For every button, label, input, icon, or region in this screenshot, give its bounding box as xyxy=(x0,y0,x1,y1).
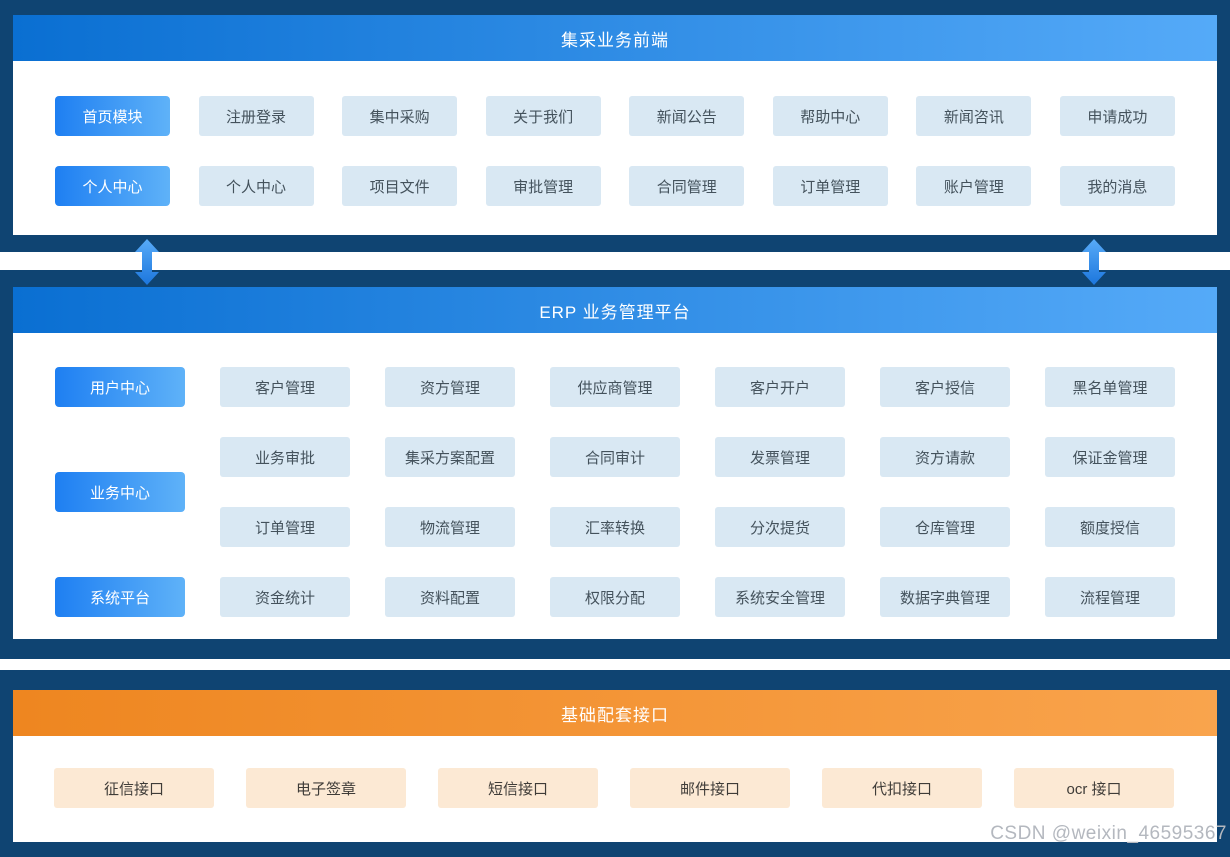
erp-module-grid: 客户管理 资方管理 供应商管理 客户开户 客户授信 黑名单管理 业务审批 集采方… xyxy=(220,367,1175,617)
section-divider xyxy=(0,252,1230,270)
erp-module-chip: 资方管理 xyxy=(385,367,515,407)
erp-module-chip: 保证金管理 xyxy=(1045,437,1175,477)
frontend-panel: 集采业务前端 首页模块 注册登录 集中采购 关于我们 新闻公告 帮助中心 新闻咨… xyxy=(13,15,1217,235)
frontend-module-chip: 帮助中心 xyxy=(772,96,888,136)
double-arrow-icon xyxy=(135,239,159,285)
section-divider xyxy=(0,659,1230,670)
erp-module-chip: 分次提货 xyxy=(715,507,845,547)
frontend-row-1: 首页模块 注册登录 集中采购 关于我们 新闻公告 帮助中心 新闻咨讯 申请成功 xyxy=(13,96,1217,136)
frontend-panel-title: 集采业务前端 xyxy=(561,30,669,50)
erp-category-button: 用户中心 xyxy=(55,367,185,407)
frontend-module-chip: 账户管理 xyxy=(916,166,1032,206)
frontend-panel-header: 集采业务前端 xyxy=(13,15,1217,61)
erp-module-chip: 资方请款 xyxy=(880,437,1010,477)
erp-module-chip: 仓库管理 xyxy=(880,507,1010,547)
frontend-module-chip: 新闻公告 xyxy=(629,96,745,136)
erp-module-chip: 汇率转换 xyxy=(550,507,680,547)
interfaces-panel-title: 基础配套接口 xyxy=(561,705,669,725)
watermark: CSDN @weixin_46595367 xyxy=(990,823,1227,844)
erp-module-chip: 数据字典管理 xyxy=(880,577,1010,617)
erp-panel: ERP 业务管理平台 用户中心 业务中心 系统平台 客户管理 资方管理 供应商管… xyxy=(13,287,1217,639)
frontend-module-chip: 新闻咨讯 xyxy=(916,96,1032,136)
erp-module-chip: 黑名单管理 xyxy=(1045,367,1175,407)
frontend-module-chip: 关于我们 xyxy=(485,96,601,136)
frontend-module-chip: 申请成功 xyxy=(1059,96,1175,136)
erp-module-chip: 供应商管理 xyxy=(550,367,680,407)
interfaces-panel-header: 基础配套接口 xyxy=(13,690,1217,736)
erp-module-chip: 物流管理 xyxy=(385,507,515,547)
erp-category-button: 业务中心 xyxy=(55,472,185,512)
interface-chip: 征信接口 xyxy=(54,768,214,808)
double-arrow-icon xyxy=(1082,239,1106,285)
erp-module-chip: 系统安全管理 xyxy=(715,577,845,617)
erp-module-chip: 额度授信 xyxy=(1045,507,1175,547)
frontend-module-chip: 个人中心 xyxy=(198,166,314,206)
frontend-module-chip: 合同管理 xyxy=(629,166,745,206)
erp-module-chip: 集采方案配置 xyxy=(385,437,515,477)
erp-module-chip: 资金统计 xyxy=(220,577,350,617)
interface-chip: 电子签章 xyxy=(246,768,406,808)
frontend-module-chip: 我的消息 xyxy=(1059,166,1175,206)
erp-module-chip: 客户管理 xyxy=(220,367,350,407)
frontend-module-chip: 订单管理 xyxy=(772,166,888,206)
erp-module-chip: 资料配置 xyxy=(385,577,515,617)
erp-module-chip: 客户授信 xyxy=(880,367,1010,407)
frontend-module-chip: 审批管理 xyxy=(485,166,601,206)
erp-category-button: 系统平台 xyxy=(55,577,185,617)
erp-module-chip: 权限分配 xyxy=(550,577,680,617)
interfaces-panel: 基础配套接口 征信接口 电子签章 短信接口 邮件接口 代扣接口 ocr 接口 xyxy=(13,690,1217,842)
erp-module-chip: 流程管理 xyxy=(1045,577,1175,617)
frontend-nav-button: 首页模块 xyxy=(55,96,170,136)
frontend-nav-button: 个人中心 xyxy=(55,166,170,206)
frontend-module-chip: 注册登录 xyxy=(198,96,314,136)
frontend-row-2: 个人中心 个人中心 项目文件 审批管理 合同管理 订单管理 账户管理 我的消息 xyxy=(13,166,1217,206)
erp-module-chip: 订单管理 xyxy=(220,507,350,547)
erp-sidebar: 用户中心 业务中心 系统平台 xyxy=(55,367,185,617)
erp-module-chip: 业务审批 xyxy=(220,437,350,477)
interface-chip: 代扣接口 xyxy=(822,768,982,808)
erp-module-chip: 合同审计 xyxy=(550,437,680,477)
interfaces-row: 征信接口 电子签章 短信接口 邮件接口 代扣接口 ocr 接口 xyxy=(13,768,1217,808)
erp-module-chip: 发票管理 xyxy=(715,437,845,477)
erp-module-chip: 客户开户 xyxy=(715,367,845,407)
interface-chip: 邮件接口 xyxy=(630,768,790,808)
erp-panel-body: 用户中心 业务中心 系统平台 客户管理 资方管理 供应商管理 客户开户 客户授信… xyxy=(13,333,1217,639)
interface-chip: ocr 接口 xyxy=(1014,768,1174,808)
erp-panel-title: ERP 业务管理平台 xyxy=(539,302,691,322)
interface-chip: 短信接口 xyxy=(438,768,598,808)
erp-panel-header: ERP 业务管理平台 xyxy=(13,287,1217,333)
frontend-module-chip: 集中采购 xyxy=(342,96,458,136)
frontend-module-chip: 项目文件 xyxy=(342,166,458,206)
